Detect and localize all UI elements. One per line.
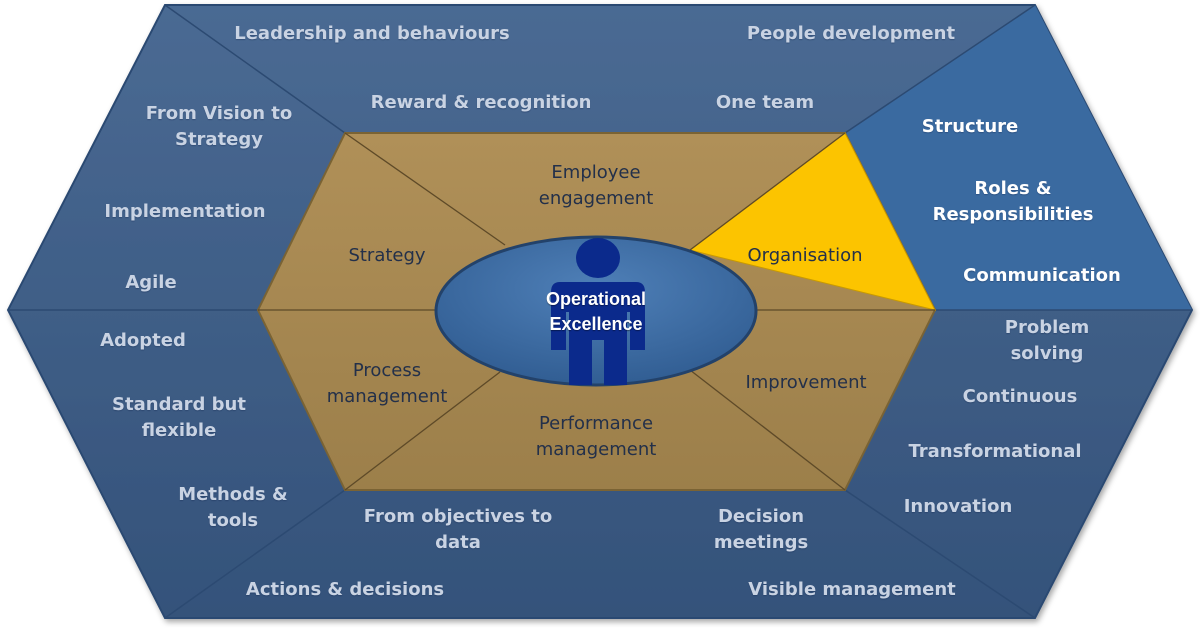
outer-divider-lines <box>8 4 1192 619</box>
outer-label-adopted: Adopted <box>100 330 186 351</box>
outer-label-standard-flexible: Standard but flexible <box>112 394 246 441</box>
outer-label-reward: Reward & recognition <box>370 92 592 113</box>
outer-label-leadership: Leadership and behaviours <box>234 23 510 44</box>
outer-label-people-development: People development <box>746 23 956 44</box>
outer-label-visible-management: Visible management <box>748 579 956 600</box>
outer-label-roles: Roles & Responsibilities <box>932 178 1094 225</box>
outer-label-objectives-data: From objectives to data <box>363 506 553 553</box>
outer-label-innovation: Innovation <box>903 496 1013 517</box>
outer-label-implementation: Implementation <box>104 201 266 222</box>
outer-label-problem-solving: Problem solving <box>1004 317 1090 364</box>
outer-label-transformational: Transformational <box>908 441 1082 462</box>
inner-label-organisation: Organisation <box>747 245 863 266</box>
outer-label-structure: Structure <box>921 116 1019 137</box>
outer-label-actions-decisions: Actions & decisions <box>245 579 445 600</box>
center-label: Operational Excellence <box>545 289 647 334</box>
outer-label-decision-meetings: Decision meetings <box>713 506 809 553</box>
outer-region-organisation <box>845 5 1192 310</box>
outer-label-one-team: One team <box>715 92 815 113</box>
person-icon <box>551 238 645 385</box>
inner-label-improvement: Improvement <box>745 372 867 393</box>
inner-label-employee-engagement: Employee engagement <box>538 162 654 209</box>
outer-label-methods-tools: Methods & tools <box>178 484 288 531</box>
outer-label-communication: Communication <box>963 265 1121 286</box>
inner-divider-lines <box>258 132 935 491</box>
outer-label-vision-strategy: From Vision to Strategy <box>145 103 293 150</box>
inner-label-performance-management: Performance management <box>535 413 657 460</box>
inner-label-process-management: Process management <box>326 360 448 407</box>
inner-label-strategy: Strategy <box>348 245 426 266</box>
outer-label-continuous: Continuous <box>962 386 1078 407</box>
outer-label-agile: Agile <box>125 272 177 293</box>
